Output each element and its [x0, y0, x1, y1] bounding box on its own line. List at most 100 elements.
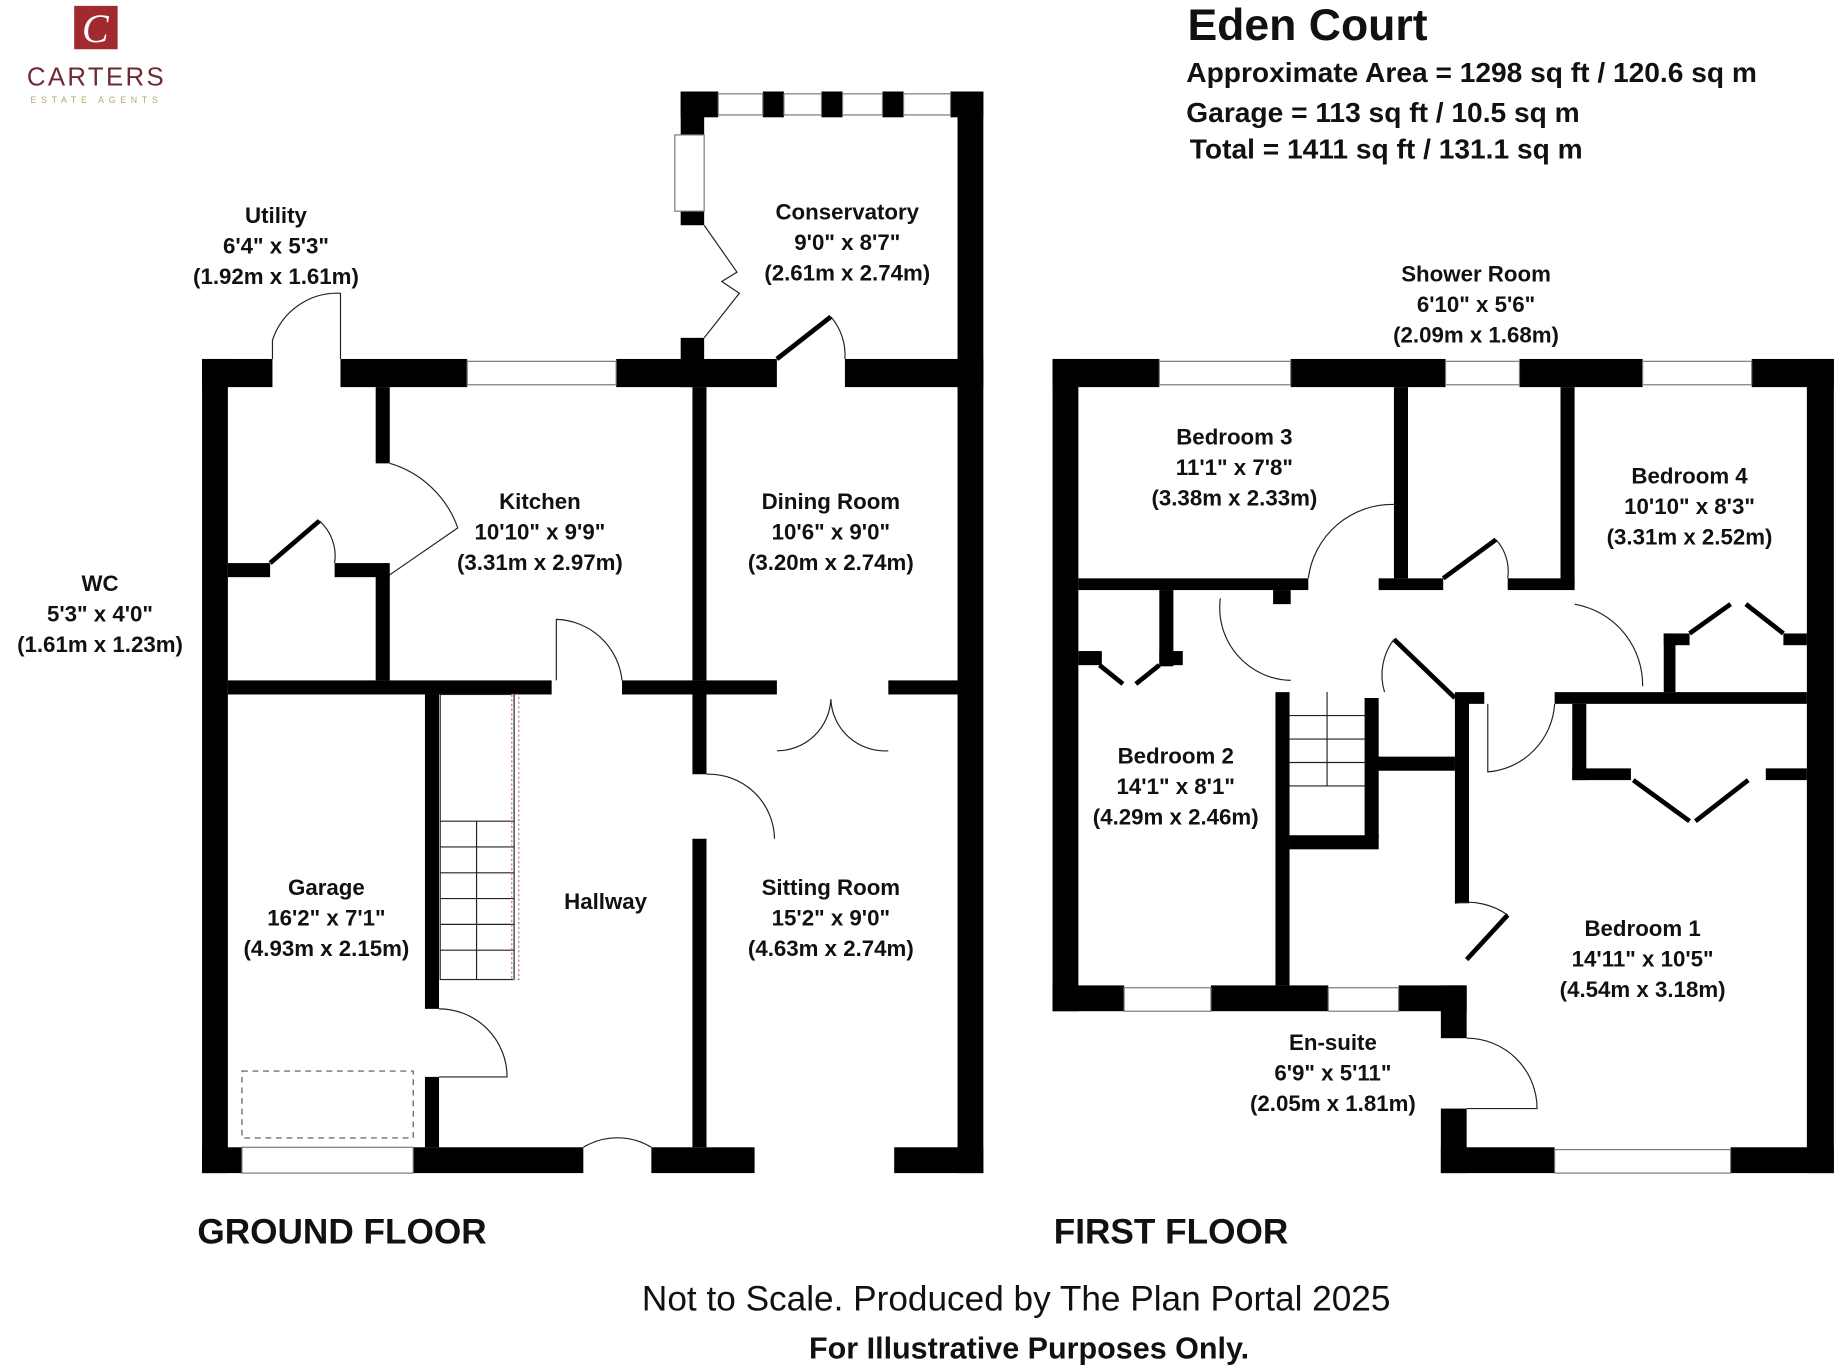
room-imperial: 6'4" x 5'3"	[223, 233, 329, 258]
room-metric: (3.38m x 2.33m)	[1151, 486, 1317, 511]
property-title: Eden Court	[1187, 1, 1427, 50]
wall	[1210, 985, 1329, 1012]
wall	[1378, 578, 1444, 591]
room-metric: (4.63m x 2.74m)	[748, 936, 914, 961]
room-metric: (2.61m x 2.74m)	[764, 260, 930, 285]
room-label-hallway: Hallway	[564, 889, 648, 914]
wall	[1783, 633, 1807, 646]
wall	[424, 694, 440, 1009]
logo-initial: C	[82, 6, 109, 51]
wall	[413, 1147, 584, 1174]
window	[717, 93, 764, 116]
room-name: En-suite	[1289, 1030, 1377, 1055]
room-labels: Utility 6'4" x 5'3" (1.92m x 1.61m) Conserv…	[17, 199, 1772, 1116]
wall	[202, 358, 228, 1174]
ground-floor-stairs	[439, 693, 520, 981]
walls	[202, 91, 1834, 1174]
room-imperial: 6'10" x 5'6"	[1417, 292, 1535, 317]
wall	[1078, 651, 1102, 666]
room-name: Bedroom 4	[1631, 463, 1748, 488]
door-swings	[268, 224, 1785, 1148]
wall	[680, 211, 705, 226]
wall	[1273, 590, 1291, 605]
wall	[1454, 692, 1485, 704]
wall	[1290, 358, 1446, 388]
wall	[1730, 1147, 1834, 1174]
wall	[227, 680, 552, 695]
garage-door-outline	[241, 1070, 414, 1139]
logo-mark-box	[74, 5, 118, 50]
wall	[957, 91, 984, 1174]
plan-details	[241, 224, 1785, 1148]
logo-tagline: ESTATE AGENTS	[31, 95, 163, 105]
logo-name: CARTERS	[27, 64, 166, 92]
wall	[1663, 633, 1676, 693]
room-label-wc: WC5'3" x 4'0"(1.61m x 1.23m)	[17, 571, 183, 657]
room-name: Utility	[245, 203, 307, 228]
wall	[1507, 578, 1575, 591]
wall	[375, 574, 390, 681]
carters-logo: C CARTERS ESTATE AGENTS	[27, 5, 166, 105]
room-imperial: 15'2" x 9'0"	[772, 906, 890, 931]
room-metric: (4.29m x 2.46m)	[1093, 805, 1259, 830]
room-imperial: 14'1" x 8'1"	[1117, 774, 1235, 799]
wall	[1440, 985, 1467, 1039]
wall	[651, 1147, 755, 1174]
window	[1123, 987, 1212, 1012]
wall	[692, 387, 707, 681]
wall	[882, 91, 904, 118]
room-name: Dining Room	[762, 489, 901, 514]
room-name: Bedroom 2	[1118, 744, 1234, 769]
wall	[227, 563, 271, 578]
room-metric: (3.20m x 2.74m)	[748, 550, 914, 575]
room-metric: (3.31m x 2.52m)	[1607, 524, 1773, 549]
wall	[1275, 692, 1290, 986]
room-imperial: 11'1" x 7'8"	[1176, 455, 1293, 480]
wall	[1572, 768, 1631, 781]
wall	[340, 358, 468, 388]
room-metric: (1.92m x 1.61m)	[193, 264, 359, 289]
window	[1642, 360, 1753, 386]
wall	[1366, 756, 1455, 771]
total-area: Total = 1411 sq ft / 131.1 sq m	[1190, 133, 1583, 164]
wall	[1159, 590, 1174, 667]
room-name: Bedroom 3	[1176, 425, 1292, 450]
first-floor-label: FIRST FLOOR	[1054, 1212, 1289, 1251]
wall	[202, 1147, 242, 1174]
wall	[1454, 697, 1470, 904]
room-imperial: 6'9" x 5'11"	[1274, 1060, 1391, 1085]
wall	[680, 91, 705, 135]
wall	[1765, 768, 1807, 781]
wall	[704, 680, 777, 695]
wall	[1519, 358, 1643, 388]
window	[841, 93, 884, 116]
room-label-conservatory: Conservatory 9'0" x 8'7" (2.61m x 2.74m)	[764, 199, 930, 285]
first-floor-stairs	[1289, 692, 1365, 787]
wall	[1663, 633, 1690, 646]
room-label-bedroom-2: Bedroom 2 14'1" x 8'1" (4.29m x 2.46m)	[1093, 744, 1259, 830]
wall	[1806, 358, 1834, 1174]
room-metric: (4.54m x 3.18m)	[1560, 977, 1726, 1002]
window	[902, 93, 952, 116]
wall	[334, 563, 390, 578]
window	[1158, 360, 1292, 386]
room-metric: (2.09m x 1.68m)	[1393, 323, 1559, 348]
wall	[424, 1076, 440, 1148]
ground-floor-label: GROUND FLOOR	[197, 1212, 486, 1251]
approximate-area: Approximate Area = 1298 sq ft / 120.6 sq…	[1186, 57, 1757, 88]
room-name: Hallway	[564, 889, 648, 914]
window	[1554, 1149, 1732, 1174]
wall	[375, 387, 390, 464]
window	[241, 1146, 414, 1174]
wall	[622, 680, 707, 695]
room-name: Conservatory	[775, 199, 919, 224]
room-label-bedroom-3: Bedroom 3 11'1" x 7'8" (3.38m x 2.33m)	[1151, 425, 1317, 511]
wall	[692, 680, 707, 775]
wall	[950, 91, 984, 118]
wall	[1052, 358, 1079, 1012]
room-imperial: 9'0" x 8'7"	[794, 230, 900, 255]
